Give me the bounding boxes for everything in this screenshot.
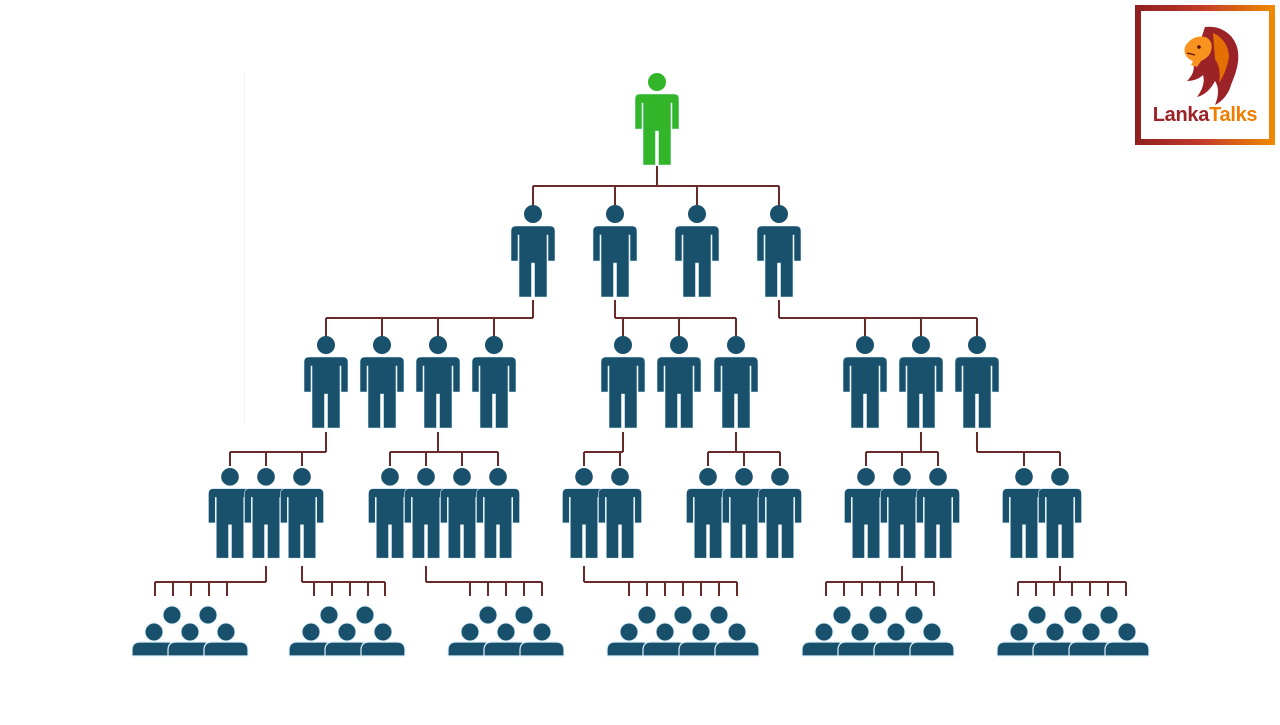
level3-person-icon xyxy=(476,468,520,559)
level2-person-icon xyxy=(898,336,944,429)
level2-person-icon xyxy=(656,336,702,429)
level2-person-icon xyxy=(600,336,646,429)
level4-crowd-icon xyxy=(606,605,760,657)
level3-person-icon xyxy=(368,468,412,559)
level1-person-icon xyxy=(592,205,638,298)
level2-person-icon xyxy=(415,336,461,429)
level2-person-icon xyxy=(359,336,405,429)
level3-person-icon xyxy=(1002,468,1046,559)
level2-person-icon xyxy=(303,336,349,429)
level2-person-icon xyxy=(954,336,1000,429)
level3-person-icon xyxy=(404,468,448,559)
level3-person-icon xyxy=(280,468,324,559)
level3-person-icon xyxy=(916,468,960,559)
level4-crowd-icon xyxy=(801,605,955,657)
level3-person-icon xyxy=(686,468,730,559)
level3-person-icon xyxy=(598,468,642,559)
level4-crowd-icon xyxy=(447,605,565,657)
level2-person-icon xyxy=(713,336,759,429)
level3-person-icon xyxy=(244,468,288,559)
level1-person-icon xyxy=(674,205,720,298)
level3-person-icon xyxy=(1038,468,1082,559)
level2-person-icon xyxy=(471,336,517,429)
level1-person-icon xyxy=(756,205,802,298)
level3-person-icon xyxy=(758,468,802,559)
lion-head-icon xyxy=(1184,26,1239,105)
level4-crowd-icon xyxy=(288,605,406,657)
level1-person-icon xyxy=(510,205,556,298)
level4-crowd-icon xyxy=(131,605,249,657)
level3-person-icon xyxy=(440,468,484,559)
lankatalks-logo[interactable]: LankaTalks xyxy=(1135,5,1275,145)
logo-text: LankaTalks xyxy=(1152,104,1258,126)
level3-person-icon xyxy=(722,468,766,559)
divider-line xyxy=(244,72,245,424)
level3-person-icon xyxy=(562,468,606,559)
level4-crowd-icon xyxy=(996,605,1150,657)
level2-person-icon xyxy=(842,336,888,429)
root-recruiter-icon xyxy=(634,73,680,166)
